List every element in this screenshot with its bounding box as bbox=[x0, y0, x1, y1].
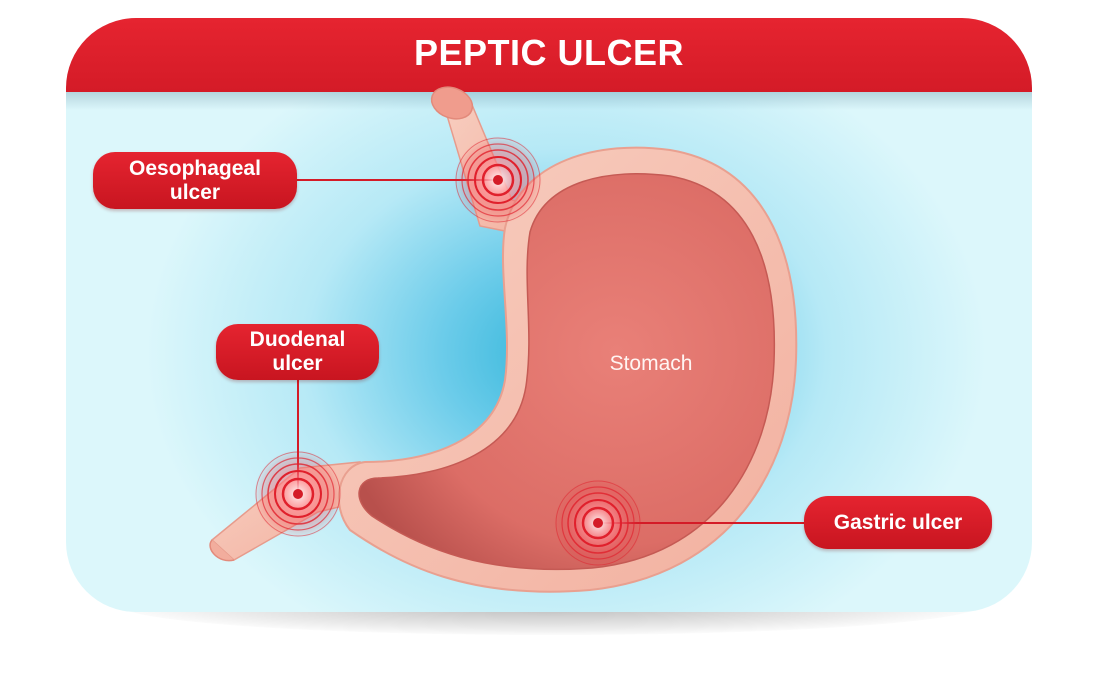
ulcer-target-icon bbox=[454, 136, 542, 224]
stomach-label: Stomach bbox=[609, 352, 693, 375]
duodenal-ulcer-label: Duodenal ulcer bbox=[216, 324, 379, 380]
stomach-inner bbox=[358, 173, 776, 571]
ulcer-target-icon bbox=[554, 479, 642, 567]
page-title: PEPTIC ULCER bbox=[413, 32, 685, 73]
title-banner: PEPTIC ULCER bbox=[66, 18, 1032, 110]
duodenal-label-line1: Duodenal bbox=[249, 328, 346, 351]
ulcer-target-icon bbox=[254, 450, 342, 538]
gastric-ulcer-label: Gastric ulcer bbox=[804, 496, 992, 549]
duodenal-label-line2: ulcer bbox=[272, 352, 323, 375]
oesophageal-label-line1: Oesophageal bbox=[129, 156, 261, 180]
gastric-label-line1: Gastric ulcer bbox=[833, 510, 963, 534]
oesophageal-ulcer-label: Oesophageal ulcer bbox=[93, 152, 297, 209]
oesophageal-label-line2: ulcer bbox=[169, 180, 221, 204]
